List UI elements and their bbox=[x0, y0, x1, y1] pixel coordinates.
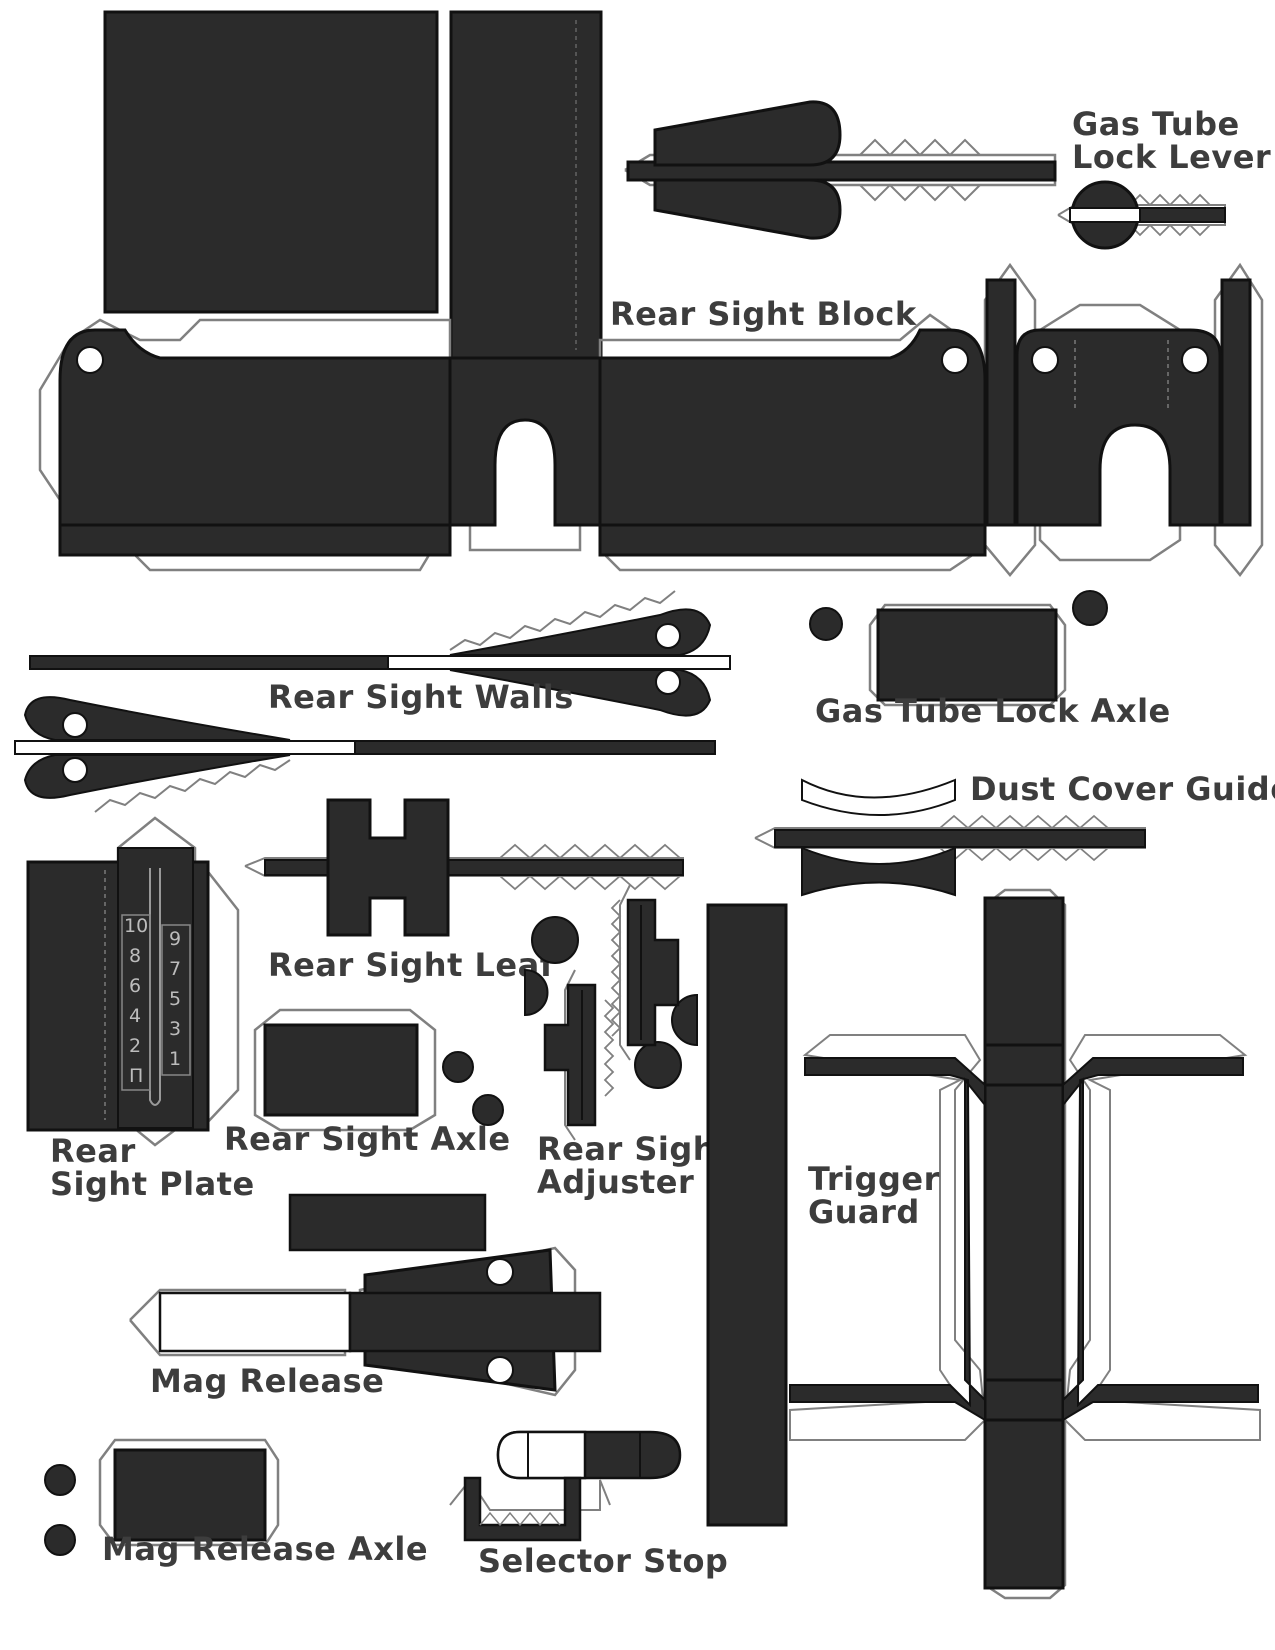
dust-cover-guide-part bbox=[754, 778, 1146, 897]
range-mark-p: П bbox=[129, 1065, 143, 1087]
rear-sight-wall-upper bbox=[29, 590, 731, 717]
gas-tube-lock-lever-part bbox=[624, 100, 1057, 240]
trigger-guard-part bbox=[789, 888, 1261, 1600]
gas-tube-lock-axle-part bbox=[809, 590, 1108, 707]
label-rear-sight-leaf: Rear Sight Leaf bbox=[268, 946, 555, 984]
label-gas-tube-lock-axle: Gas Tube Lock Axle bbox=[815, 692, 1171, 730]
selector-stop-part bbox=[449, 1430, 682, 1542]
label-rear-sight-walls: Rear Sight Walls bbox=[268, 678, 574, 716]
range-mark-8: 8 bbox=[129, 945, 141, 967]
label-rear-sight-plate: Rear bbox=[50, 1132, 136, 1170]
tall-strip-panel bbox=[449, 10, 603, 364]
range-mark-3: 3 bbox=[169, 1018, 181, 1040]
gas-tube-lock-lever-knob bbox=[1057, 180, 1226, 250]
range-mark-10: 10 bbox=[124, 915, 148, 937]
rear-sight-block-part bbox=[38, 262, 1264, 578]
mag-release-axle-part bbox=[44, 1438, 280, 1556]
label-trigger-guard-2: Guard bbox=[808, 1193, 920, 1231]
rear-sight-wall-lower bbox=[14, 696, 716, 813]
long-vertical-strip-panel bbox=[706, 903, 788, 1527]
mag-release-part bbox=[129, 1246, 602, 1397]
range-mark-1: 1 bbox=[169, 1048, 181, 1070]
rear-sight-axle-part bbox=[253, 1008, 504, 1132]
range-mark-7: 7 bbox=[169, 958, 181, 980]
rear-sight-adjuster-part bbox=[524, 884, 698, 1141]
top-square-panel bbox=[103, 10, 439, 314]
range-scale: 10 8 6 4 2 П 9 7 5 3 1 bbox=[121, 914, 191, 1091]
label-rear-sight-plate-2: Sight Plate bbox=[50, 1165, 255, 1203]
label-rear-sight-adjuster-2: Adjuster bbox=[537, 1163, 694, 1201]
label-trigger-guard: Trigger bbox=[808, 1160, 940, 1198]
range-mark-9: 9 bbox=[169, 928, 181, 950]
range-mark-6: 6 bbox=[129, 975, 141, 997]
label-mag-release-axle: Mag Release Axle bbox=[102, 1530, 428, 1568]
label-dust-cover-guide: Dust Cover Guide bbox=[970, 770, 1275, 808]
range-mark-4: 4 bbox=[129, 1005, 141, 1027]
rear-sight-plate-part: 10 8 6 4 2 П 9 7 5 3 1 bbox=[26, 816, 240, 1147]
rear-sight-leaf-part bbox=[244, 798, 684, 937]
label-rear-sight-adjuster: Rear Sight bbox=[537, 1130, 732, 1168]
range-mark-2: 2 bbox=[129, 1035, 141, 1057]
label-selector-stop: Selector Stop bbox=[478, 1542, 728, 1580]
label-gas-tube-lock-lever: Gas Tube bbox=[1072, 105, 1240, 143]
label-gas-tube-lock-lever-2: Lock Lever bbox=[1072, 138, 1271, 176]
label-rear-sight-axle: Rear Sight Axle bbox=[224, 1120, 511, 1158]
small-rectangle-panel bbox=[288, 1193, 487, 1252]
label-rear-sight-block: Rear Sight Block bbox=[610, 295, 917, 333]
label-mag-release: Mag Release bbox=[150, 1362, 384, 1400]
range-mark-5: 5 bbox=[169, 988, 181, 1010]
